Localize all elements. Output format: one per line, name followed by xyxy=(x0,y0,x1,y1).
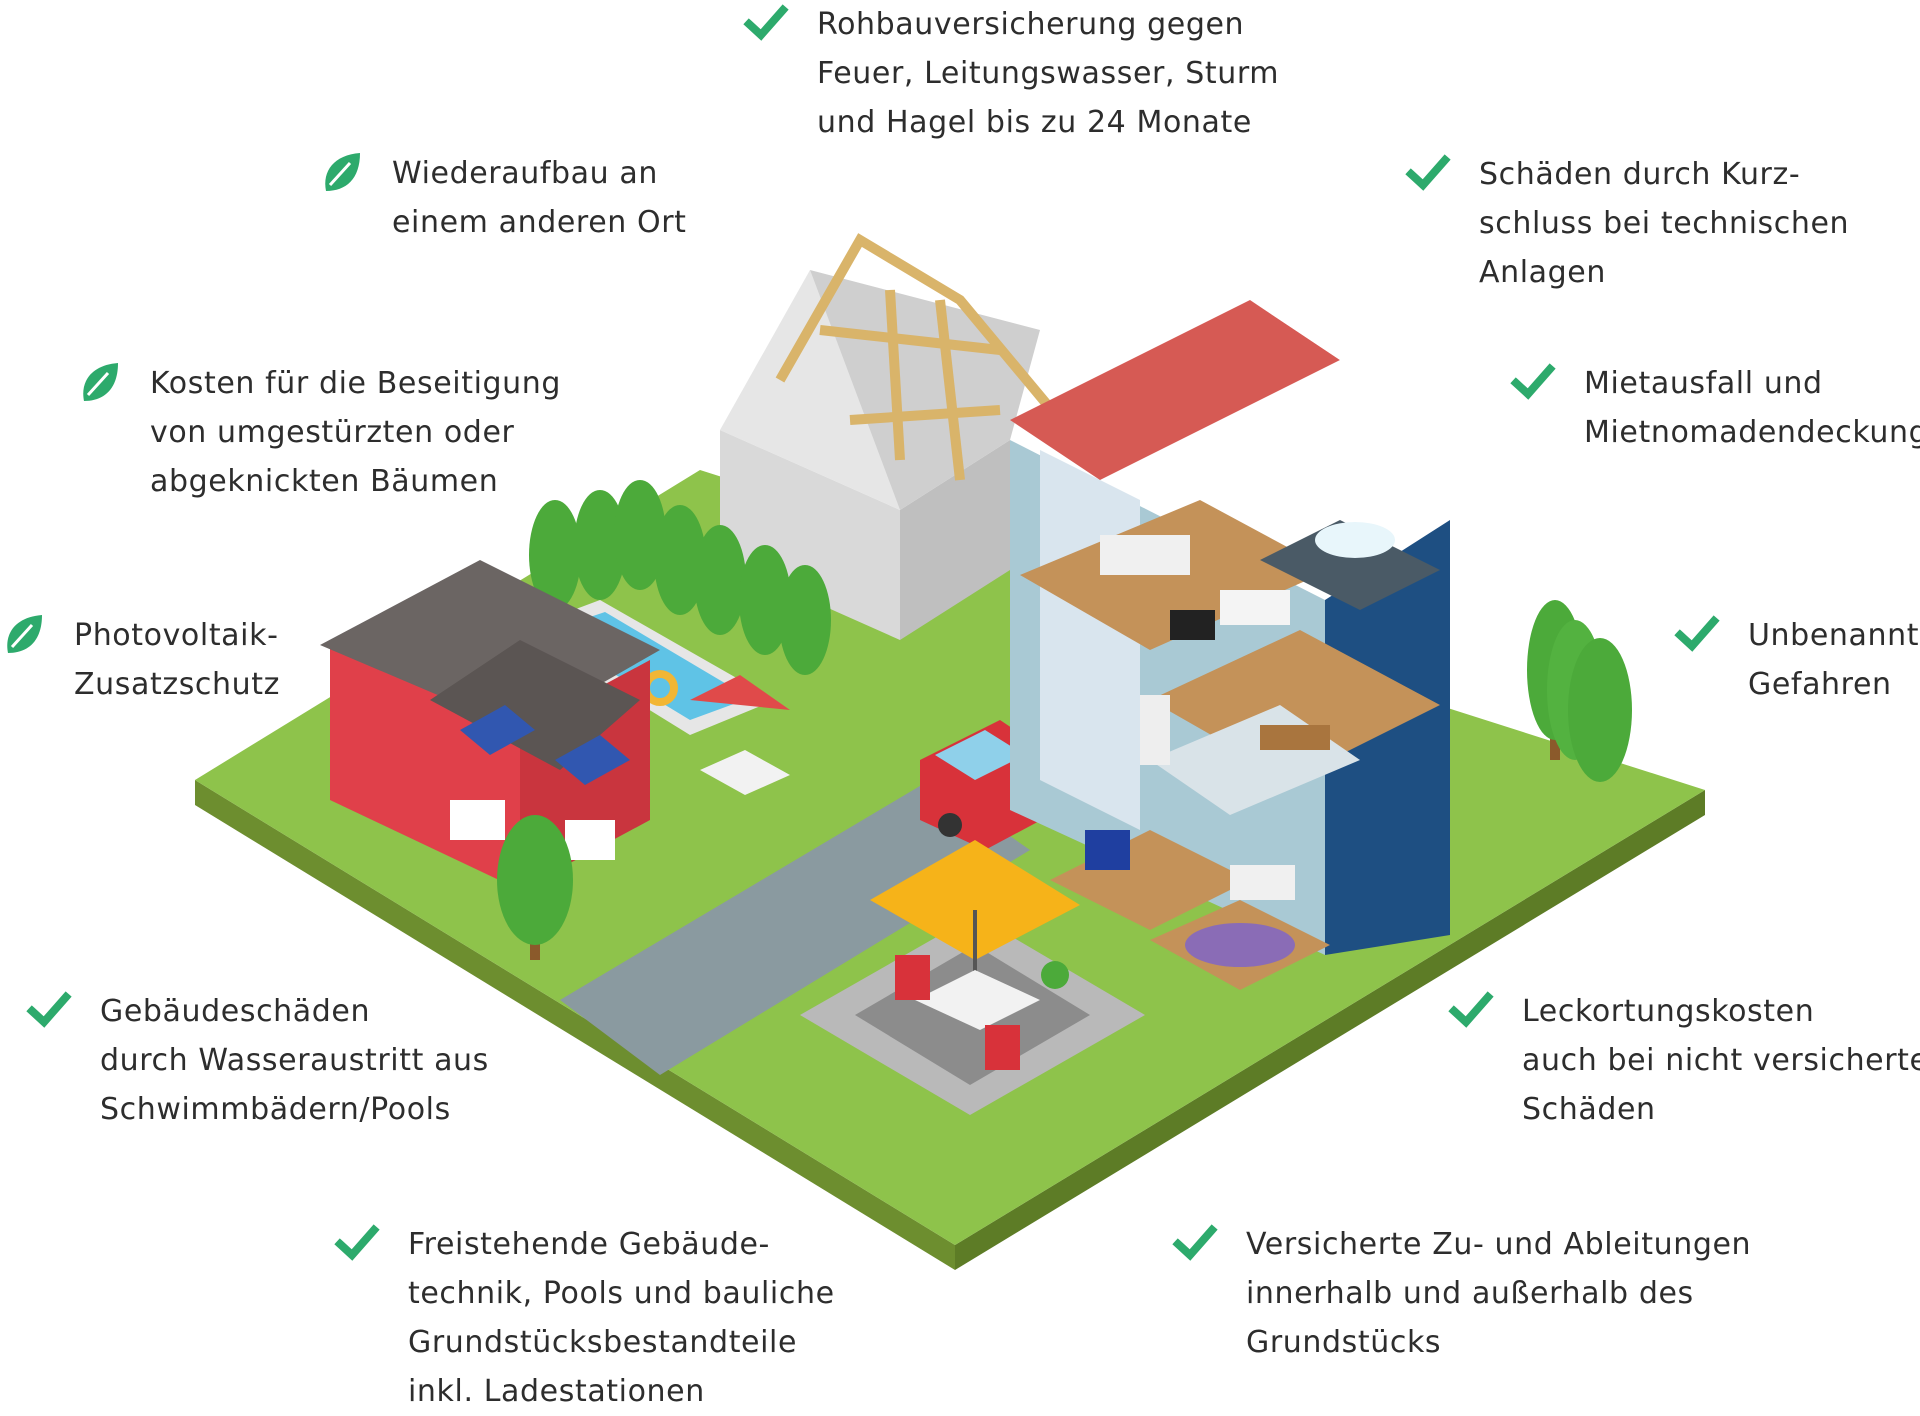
feature-line: Schwimmbädern/Pools xyxy=(100,1092,451,1127)
feature-text: Unbenannte Gefahren xyxy=(1748,611,1920,709)
feature-line: Grundstücks xyxy=(1246,1325,1442,1360)
rug xyxy=(1185,923,1295,967)
tree-row xyxy=(529,480,831,675)
feature-line: innerhalb und außerhalb des xyxy=(1246,1276,1694,1311)
feature-photovoltaik: Photovoltaik- Zusatzschutz xyxy=(0,611,280,709)
feature-gebaeudetechnik: Freistehende Gebäude- technik, Pools und… xyxy=(334,1220,835,1416)
feature-line: schluss bei technischen xyxy=(1479,206,1850,241)
tv xyxy=(1170,610,1215,640)
solar-panel-2 xyxy=(555,735,630,785)
check-icon xyxy=(26,991,72,1028)
feature-text: Gebäudeschäden durch Wasseraustritt aus … xyxy=(100,987,489,1134)
feature-unbenannte: Unbenannte Gefahren xyxy=(1674,611,1920,709)
feature-line: einem anderen Ort xyxy=(392,205,687,240)
feature-mietausfall: Mietausfall und Mietnomadendeckung xyxy=(1510,359,1920,457)
feature-kurzschluss: Schäden durch Kurz- schluss bei technisc… xyxy=(1405,150,1849,297)
feature-line: Rohbauversicherung gegen xyxy=(817,7,1245,42)
feature-line: Schäden durch Kurz- xyxy=(1479,157,1801,192)
right-trees xyxy=(1527,600,1632,782)
leaf-icon xyxy=(7,615,42,653)
roof xyxy=(1010,300,1340,480)
lower-sofa xyxy=(1230,865,1295,900)
feature-rohbau: Rohbauversicherung gegen Feuer, Leitungs… xyxy=(743,0,1279,147)
feature-text: Mietausfall und Mietnomadendeckung xyxy=(1584,359,1920,457)
check-icon xyxy=(1405,154,1451,191)
feature-line: Grundstücksbestandteile xyxy=(408,1325,798,1360)
feature-line: Unbenannte xyxy=(1748,618,1920,653)
driveway xyxy=(560,780,1030,1075)
dining-table xyxy=(1260,725,1330,750)
feature-line: inkl. Ladestationen xyxy=(408,1374,705,1409)
feature-line: Wiederaufbau an xyxy=(392,156,658,191)
check-icon xyxy=(1674,615,1720,652)
feature-line: Gebäudeschäden xyxy=(100,994,371,1029)
check-icon xyxy=(1172,1224,1218,1261)
feature-wiederaufbau: Wiederaufbau an einem anderen Ort xyxy=(318,149,687,247)
construction-house xyxy=(720,233,1064,640)
ground-side-right xyxy=(955,790,1705,1270)
feature-line: Versicherte Zu- und Ableitungen xyxy=(1246,1227,1752,1262)
feature-text: Rohbauversicherung gegen Feuer, Leitungs… xyxy=(817,0,1279,147)
leaf-icon xyxy=(83,363,118,401)
feature-line: Gefahren xyxy=(1748,667,1892,702)
cutaway-house xyxy=(1010,300,1450,990)
feature-line: Anlagen xyxy=(1479,255,1606,290)
bathroom-floor xyxy=(1260,520,1440,610)
feature-line: Freistehende Gebäude- xyxy=(408,1227,770,1262)
front-tree xyxy=(497,815,573,960)
sofa xyxy=(1220,590,1290,625)
feature-pools: Gebäudeschäden durch Wasseraustritt aus … xyxy=(26,987,489,1134)
feature-line: Mietnomadendeckung xyxy=(1584,415,1920,450)
feature-line: Zusatzschutz xyxy=(74,667,280,702)
feature-line: auch bei nicht versicherten xyxy=(1522,1043,1920,1078)
feature-line: Leckortungskosten xyxy=(1522,994,1815,1029)
feature-line: technik, Pools und bauliche xyxy=(408,1276,835,1311)
leaf-icon xyxy=(325,153,360,191)
bathtub xyxy=(1315,522,1395,558)
feature-line: und Hagel bis zu 24 Monate xyxy=(817,105,1252,140)
feature-text: Leckortungskosten auch bei nicht versich… xyxy=(1522,987,1920,1134)
feature-text: Freistehende Gebäude- technik, Pools und… xyxy=(408,1220,835,1416)
pool-parasol xyxy=(690,675,790,710)
feature-text: Versicherte Zu- und Ableitungen innerhal… xyxy=(1246,1220,1751,1367)
fridge xyxy=(1140,695,1170,765)
check-icon xyxy=(334,1224,380,1261)
feature-text: Wiederaufbau an einem anderen Ort xyxy=(392,149,687,247)
feature-ableitungen: Versicherte Zu- und Ableitungen innerhal… xyxy=(1172,1220,1751,1367)
solar-panel-1 xyxy=(460,705,535,755)
check-icon xyxy=(1448,991,1494,1028)
feature-text: Photovoltaik- Zusatzschutz xyxy=(74,611,280,709)
pool-table xyxy=(700,750,790,795)
feature-line: Mietausfall und xyxy=(1584,366,1823,401)
feature-line: abgeknickten Bäumen xyxy=(150,464,499,499)
bed xyxy=(1100,535,1190,575)
patio-seating xyxy=(870,840,1080,1070)
feature-text: Schäden durch Kurz- schluss bei technisc… xyxy=(1479,150,1849,297)
feature-line: durch Wasseraustritt aus xyxy=(100,1043,489,1078)
feature-baeume: Kosten für die Beseitigung von umgestürz… xyxy=(76,359,561,506)
feature-line: Schäden xyxy=(1522,1092,1656,1127)
feature-line: Photovoltaik- xyxy=(74,618,279,653)
feature-line: Kosten für die Beseitigung xyxy=(150,366,562,401)
check-icon xyxy=(743,4,789,41)
feature-line: von umgestürzten oder xyxy=(150,415,515,450)
feature-text: Kosten für die Beseitigung von umgestürz… xyxy=(150,359,561,506)
check-icon xyxy=(1510,363,1556,400)
armchair xyxy=(1085,830,1130,870)
ground-side-left xyxy=(195,780,955,1270)
feature-line: Feuer, Leitungswasser, Sturm xyxy=(817,56,1280,91)
floor-middle xyxy=(1150,630,1440,780)
feature-leckortung: Leckortungskosten auch bei nicht versich… xyxy=(1448,987,1920,1134)
